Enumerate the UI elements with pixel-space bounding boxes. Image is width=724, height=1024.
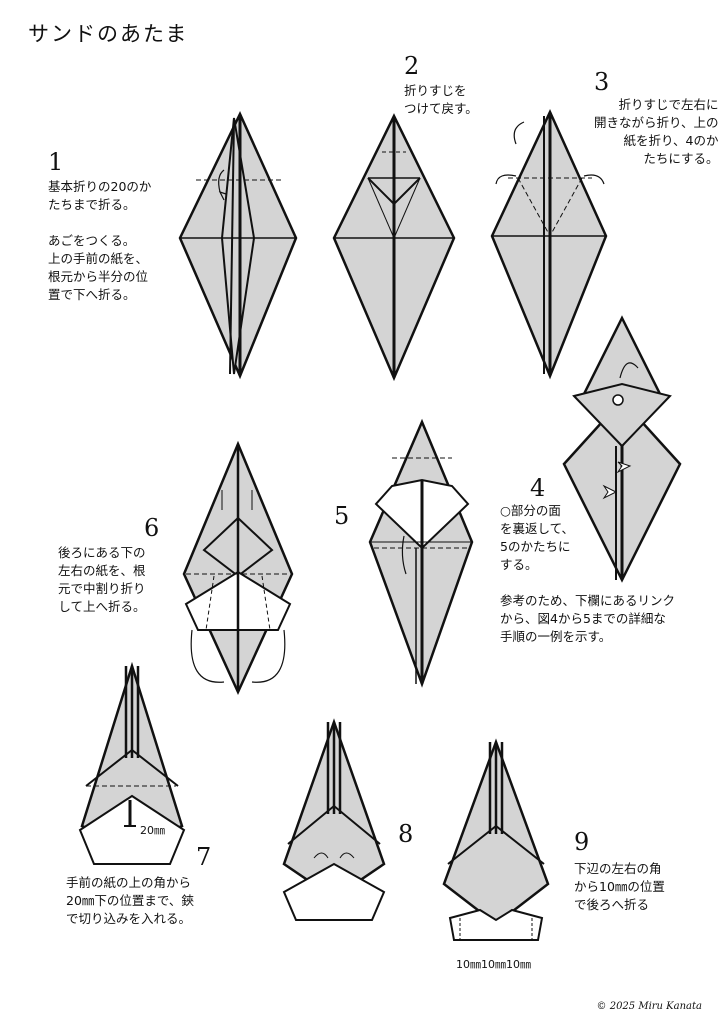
- step-4-figure: [560, 314, 684, 584]
- step-9-figure: [438, 738, 554, 950]
- step-4-text: ○部分の面 を裏返して、 5のかたちに する。: [500, 503, 575, 572]
- step-6-figure: [180, 440, 300, 696]
- page-title: サンドのあたま: [28, 22, 189, 46]
- step-9-text: 下辺の左右の角 から10㎜の位置 で後ろへ折る: [574, 861, 665, 912]
- step-6-number: 6: [144, 514, 160, 542]
- step-1-figure: [176, 108, 302, 380]
- step-9-number: 9: [574, 828, 590, 856]
- step-8-number: 8: [398, 820, 414, 848]
- step-2-text: 折りすじを つけて戻す。: [404, 83, 478, 116]
- step-2-number: 2: [404, 52, 420, 80]
- step-7-text: 手前の紙の上の角から 20㎜下の位置まで、鋏 で切り込みを入れる。: [66, 875, 194, 926]
- step-7-figure: [76, 662, 188, 868]
- step-3-text: 折りすじで左右に 開きながら折り、上の 紙を折り、4のか たちにする。: [594, 97, 719, 166]
- step-3-figure: [488, 108, 614, 380]
- step-6-text: 後ろにある下の 左右の紙を、根 元で中割り折り して上へ折る。: [58, 545, 146, 614]
- step-4-number: 4: [530, 474, 546, 502]
- step-1-text: 基本折りの20のか たちまで折る。 あごをつくる。 上の手前の紙を、 根元から半…: [48, 179, 152, 302]
- step-7-number: 7: [196, 843, 212, 871]
- step-1-number: 1: [48, 148, 64, 176]
- step-5-figure: [364, 418, 480, 690]
- step-8-figure: [278, 718, 390, 924]
- step-4-note: 参考のため、下欄にあるリンク から、図4から5までの詳細な 手順の一例を示す。: [500, 593, 676, 644]
- step-5-number: 5: [334, 502, 350, 530]
- step-2-figure: [332, 112, 458, 382]
- step-3-number: 3: [594, 68, 610, 96]
- step-7-measurement: 20㎜: [140, 824, 165, 837]
- step-9-measurement: 10㎜10㎜10㎜: [456, 958, 531, 971]
- copyright: © 2025 Miru Kanata: [596, 1001, 702, 1012]
